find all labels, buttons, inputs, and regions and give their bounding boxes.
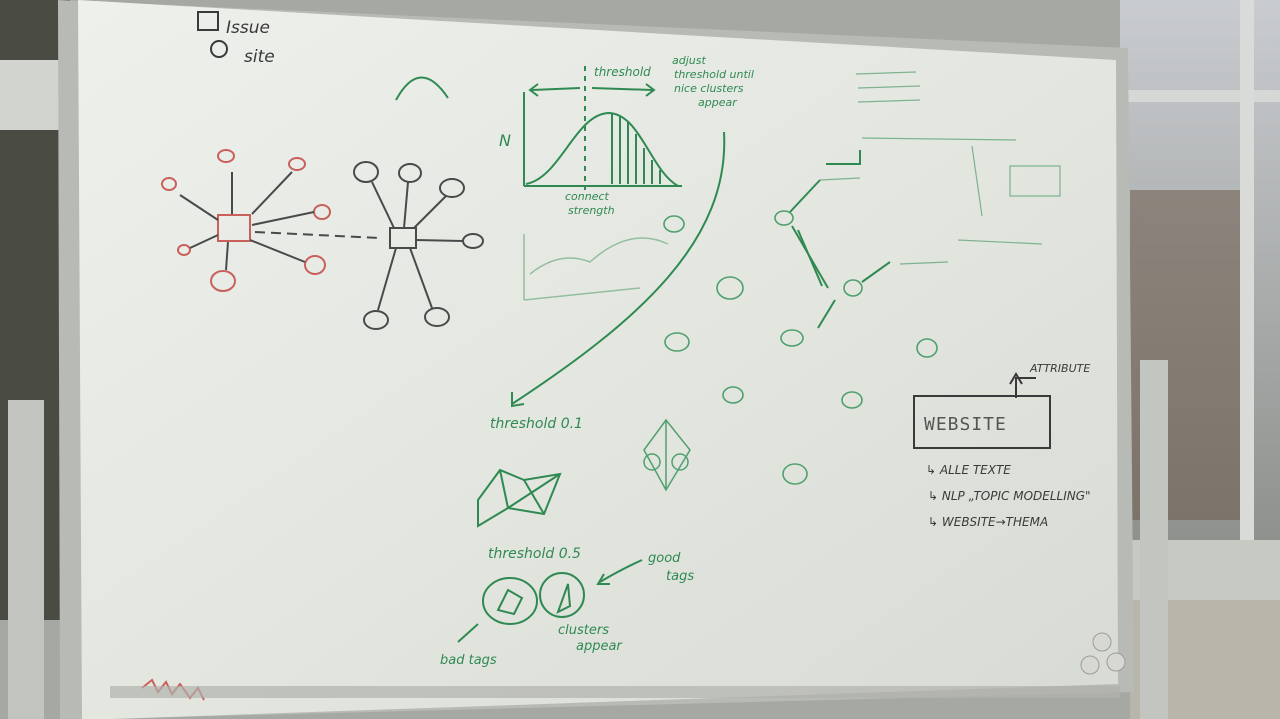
adjust-note-line-4: appear: [698, 96, 738, 109]
topic-item-1: ↳ ALLE TEXTE: [926, 463, 1011, 477]
legend-issue: Issue: [226, 18, 270, 38]
magnet-1: [1092, 632, 1112, 652]
whiteboard-surface: [78, 0, 1118, 719]
good-tags-arrow-head: [596, 573, 610, 585]
threshold-low-label: threshold 0.1: [490, 416, 583, 432]
website-box-title: WEBSITE: [924, 414, 1007, 435]
magnet-2: [1080, 655, 1100, 675]
adjust-note-line-2: threshold until: [674, 68, 754, 81]
window-frame-right-2: [1240, 0, 1254, 560]
good-cluster-circle: [539, 572, 585, 618]
red-graph-edges: [179, 171, 381, 271]
bad-tags-pointer: [457, 623, 479, 643]
graph-caption-line-1: connect: [565, 190, 610, 203]
site-circle-icon: [210, 40, 228, 58]
clusters-appear-line-1: clusters: [558, 623, 609, 638]
threshold-high-label: threshold 0.5: [488, 546, 581, 562]
graph-y-axis-letter: N: [499, 131, 511, 150]
stand-left-pole: [8, 400, 44, 719]
attribute-arrow: [1015, 377, 1036, 398]
symmetric-figure: [643, 418, 691, 492]
clusters-appear-line-2: appear: [576, 639, 623, 654]
legend-site: site: [244, 47, 275, 67]
adjust-note-line-1: adjust: [672, 54, 706, 67]
curved-arrow-head: [511, 392, 525, 408]
black-site-graph: [353, 161, 484, 330]
threshold-low-cluster: [477, 468, 562, 528]
graph-caption-line-2: strength: [568, 204, 615, 217]
faint-second-graph: [523, 234, 669, 301]
topic-item-3: ↳ WEBSITE→THEMA: [928, 515, 1048, 529]
topic-item-2: ↳ NLP „TOPIC MODELLING": [928, 489, 1091, 503]
attribute-arrow-head: [1009, 372, 1023, 385]
board-tray: [110, 686, 1120, 698]
window-frame-right: [1125, 90, 1280, 102]
website-box: [913, 395, 1051, 449]
good-tags-line-2: tags: [666, 569, 694, 584]
bad-cluster-circle: [482, 577, 538, 625]
node-links: [789, 150, 891, 329]
scattered-nodes: [663, 210, 938, 485]
good-tags-line-1: good: [648, 551, 681, 566]
graph-threshold-label: threshold: [594, 65, 651, 79]
good-cluster-shape: [556, 583, 572, 615]
green-arc-mark: [395, 76, 449, 101]
stand-right-pole: [1140, 360, 1168, 719]
adjust-note-line-3: nice clusters: [674, 82, 744, 95]
distribution-graph: [523, 66, 682, 190]
bad-tags-label: bad tags: [440, 653, 497, 668]
faint-formulas: [819, 71, 1061, 265]
magnet-3: [1106, 652, 1126, 672]
good-tags-arrow: [599, 559, 643, 583]
bad-cluster-shape: [496, 588, 524, 616]
attribute-label: ATTRIBUTE: [1029, 362, 1090, 375]
issue-square-icon: [197, 11, 219, 31]
curved-arrow: [511, 131, 726, 405]
